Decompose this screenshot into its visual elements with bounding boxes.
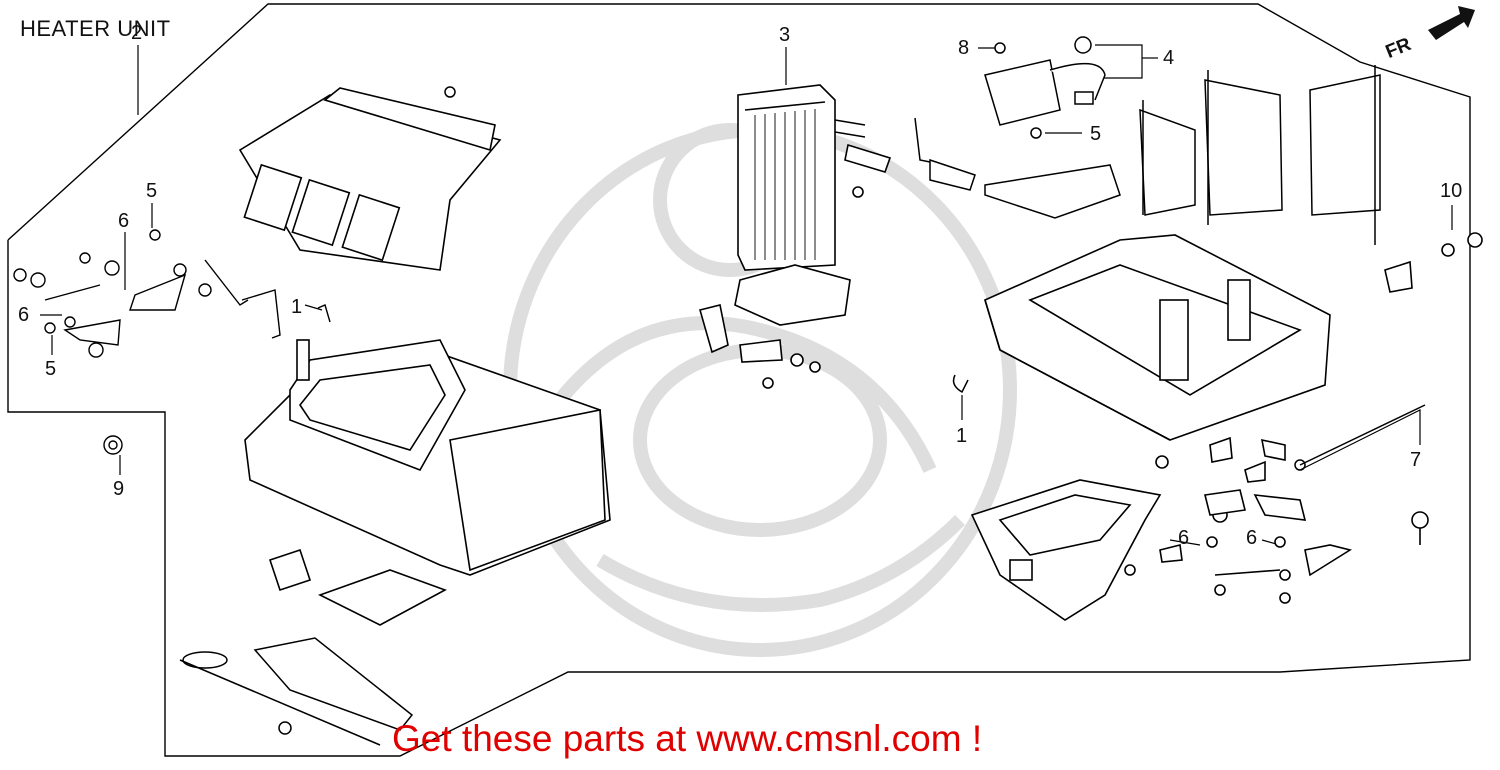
callout-5: 5: [45, 358, 57, 380]
diagram-title: HEATER UNIT: [20, 16, 171, 41]
control-rod: [1294, 404, 1426, 471]
callout-6: 6: [1246, 527, 1258, 549]
callout-1: 1: [956, 425, 968, 447]
callout-7: 7: [1410, 449, 1422, 471]
callout-6: 6: [1178, 527, 1190, 549]
callout-2: 2: [131, 22, 143, 44]
lower-rod-and-panel: [179, 86, 456, 746]
leader-lines: [40, 44, 1453, 546]
callout-8: 8: [958, 37, 970, 59]
left-linkage-parts: [13, 229, 331, 455]
promo-link-text[interactable]: Get these parts at www.cmsnl.com !: [392, 718, 983, 759]
callout-9: 9: [113, 478, 125, 500]
callout-3: 3: [779, 24, 791, 46]
callout-6: 6: [18, 304, 30, 326]
heater-case-right: [984, 232, 1483, 441]
callout-6: 6: [118, 210, 130, 232]
intake-duct: [238, 87, 502, 271]
clip-right: [952, 374, 969, 394]
callout-5: 5: [1090, 123, 1102, 145]
heater-case-left: [244, 339, 611, 626]
heater-core: [699, 84, 892, 389]
callout-5: 5: [146, 180, 158, 202]
assembly-outline: [7, 3, 1471, 757]
callout-1: 1: [291, 296, 303, 318]
actuator-and-doors: [914, 36, 1381, 245]
callout-10: 10: [1440, 180, 1463, 202]
callout-4: 4: [1163, 47, 1175, 69]
lower-right-housing: [970, 436, 1429, 621]
fr-arrow-icon: [1428, 6, 1475, 40]
